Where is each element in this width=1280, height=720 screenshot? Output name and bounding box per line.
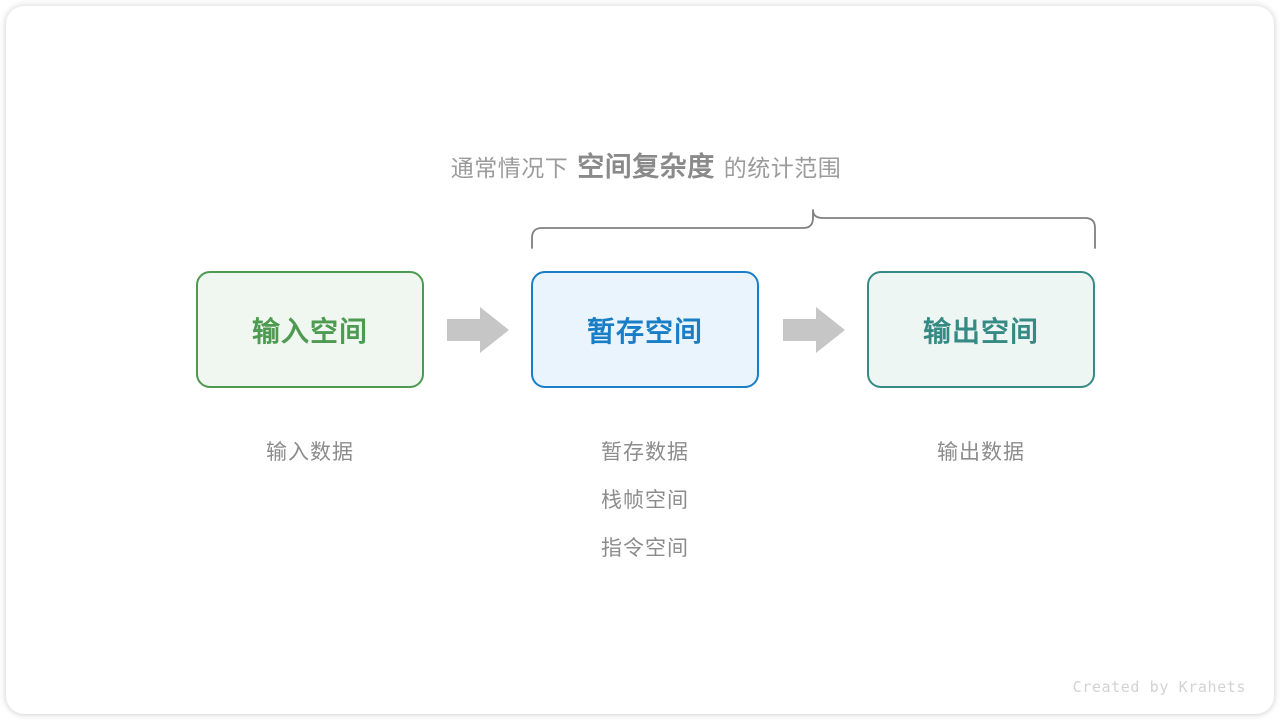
caption-line: 暂存数据 bbox=[601, 441, 689, 464]
brace-icon bbox=[531, 209, 1096, 249]
node-input-space-label: 输入空间 bbox=[251, 315, 368, 347]
node-output-space[interactable]: 输出空间 bbox=[867, 271, 1095, 388]
scope-brace bbox=[521, 204, 1107, 254]
node-temp-space-label: 暂存空间 bbox=[586, 315, 703, 347]
watermark: Created by Krahets bbox=[1072, 678, 1246, 696]
node-output-space-label: 输出空间 bbox=[922, 315, 1039, 347]
page-title: 通常情况下空间复杂度的统计范围 bbox=[6, 154, 1274, 181]
right-arrow-icon bbox=[783, 307, 845, 353]
title-suffix: 的统计范围 bbox=[723, 155, 842, 181]
arrow-input-to-temp bbox=[447, 306, 509, 354]
right-arrow-icon bbox=[447, 307, 509, 353]
title-prefix: 通常情况下 bbox=[450, 155, 569, 181]
node-temp-space[interactable]: 暂存空间 bbox=[531, 271, 759, 388]
slide-card: 通常情况下空间复杂度的统计范围 输入空间 暂存空间 bbox=[6, 6, 1274, 714]
title-emphasis: 空间复杂度 bbox=[577, 152, 715, 182]
caption-line: 栈帧空间 bbox=[601, 489, 689, 512]
caption-group-output: 输出数据 bbox=[867, 429, 1095, 477]
caption-line: 指令空间 bbox=[601, 537, 689, 560]
node-input-space[interactable]: 输入空间 bbox=[196, 271, 424, 388]
arrow-temp-to-output bbox=[783, 306, 845, 354]
caption-group-input: 输入数据 bbox=[196, 429, 424, 477]
caption-line: 输入数据 bbox=[266, 441, 354, 464]
caption-group-temp: 暂存数据 栈帧空间 指令空间 bbox=[531, 429, 759, 573]
caption-line: 输出数据 bbox=[937, 441, 1025, 464]
